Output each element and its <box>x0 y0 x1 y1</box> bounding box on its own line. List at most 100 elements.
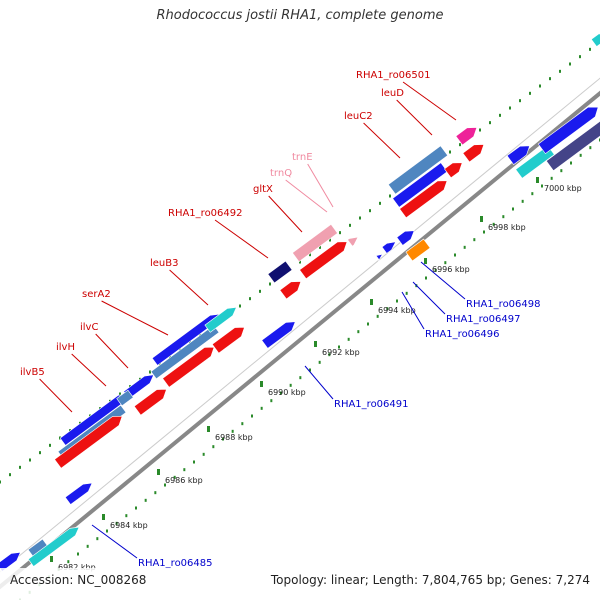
gene-feature[interactable] <box>515 145 555 179</box>
gene-feature[interactable] <box>381 239 398 254</box>
leader-line <box>95 333 129 369</box>
gene-arrow <box>27 526 80 567</box>
upper-scale-dot <box>489 121 491 125</box>
gene-arrow <box>292 223 338 263</box>
gene-feature[interactable] <box>64 479 94 505</box>
gene-feature[interactable] <box>396 227 417 246</box>
upper-scale-dot <box>269 282 271 286</box>
leader-line <box>39 378 73 413</box>
gene-feature[interactable] <box>204 304 239 333</box>
gene-label[interactable]: RHA1_ro06492 <box>168 208 243 219</box>
leader-line <box>412 281 446 315</box>
tick-label: 6982 kbp <box>58 563 96 572</box>
gene-arrow <box>347 236 359 247</box>
gene-feature[interactable] <box>211 323 247 354</box>
upper-scale-dot <box>9 473 11 477</box>
gene-feature[interactable] <box>373 251 385 263</box>
tick-label: 6988 kbp <box>215 433 253 442</box>
leader-line <box>402 81 457 121</box>
gene-feature[interactable] <box>133 385 169 416</box>
gene-arrow <box>462 144 485 163</box>
gene-arrow <box>515 145 555 179</box>
gene-label[interactable]: ilvB5 <box>20 367 45 378</box>
upper-scale-dot <box>299 260 301 264</box>
gene-arrow <box>590 32 600 48</box>
leader-line <box>307 163 334 208</box>
gene-feature[interactable] <box>279 277 304 300</box>
lower-scale-dot <box>347 337 350 341</box>
tick-label: 6984 kbp <box>110 521 148 530</box>
lower-scale-dot <box>454 253 456 257</box>
lower-scale-dot <box>67 560 70 564</box>
tick-label: 6994 kbp <box>378 306 416 315</box>
gene-label[interactable]: RHA1_ro06491 <box>334 399 409 410</box>
gene-label[interactable]: RHA1_ro06485 <box>138 558 213 569</box>
upper-scale-dot <box>259 289 261 293</box>
gene-label[interactable]: RHA1_ro06501 <box>356 70 431 81</box>
gene-arrow <box>299 241 348 280</box>
tick-mark <box>50 556 53 562</box>
tick-label: 6998 kbp <box>488 223 526 232</box>
lower-scale-dot <box>473 238 476 242</box>
lower-scale-dot <box>222 437 224 441</box>
gene-label[interactable]: serA2 <box>82 289 111 300</box>
upper-scale-dot <box>369 209 371 213</box>
gene-label[interactable]: gltX <box>253 184 273 195</box>
gene-label[interactable]: leuC2 <box>344 111 373 122</box>
gene-label[interactable]: leuB3 <box>150 258 179 269</box>
gene-feature[interactable] <box>162 343 218 388</box>
tick-mark <box>536 177 539 183</box>
leader-line <box>268 195 303 233</box>
gene-label[interactable]: ilvC <box>80 322 98 333</box>
gene-feature[interactable] <box>545 118 600 172</box>
gene-feature[interactable] <box>292 223 338 263</box>
leader-line <box>401 291 425 330</box>
gene-feature[interactable] <box>506 141 533 165</box>
gene-feature[interactable] <box>347 234 361 247</box>
lower-scale-dot <box>463 245 466 249</box>
gene-arrow <box>162 346 215 388</box>
lower-scale-dot <box>144 498 147 502</box>
gene-feature[interactable] <box>267 260 293 284</box>
gene-feature[interactable] <box>444 158 465 179</box>
accession-text: Accession: NC_008268 <box>10 573 147 587</box>
gene-feature[interactable] <box>27 524 82 567</box>
upper-scale-dot <box>589 47 591 51</box>
lower-scale-dot <box>512 207 514 211</box>
gene-feature[interactable] <box>54 412 126 469</box>
gene-feature[interactable] <box>399 176 451 219</box>
gene-feature[interactable] <box>455 123 480 146</box>
gene-feature[interactable] <box>537 102 600 155</box>
tick-mark <box>314 341 317 347</box>
lower-scale-dot <box>270 399 273 403</box>
leader-layer <box>39 81 466 559</box>
gene-feature[interactable] <box>405 238 431 262</box>
gene-feature[interactable] <box>150 324 220 380</box>
gene-label[interactable]: ilvH <box>56 342 75 353</box>
upper-scale-dot <box>499 113 501 117</box>
lower-scale-dot <box>386 307 389 311</box>
gene-feature[interactable] <box>462 140 487 163</box>
gene-label[interactable]: leuD <box>381 88 404 99</box>
gene-feature[interactable] <box>299 237 351 280</box>
leader-line <box>420 261 466 300</box>
gene-feature[interactable] <box>261 318 298 349</box>
upper-scale-dot <box>329 238 331 242</box>
gene-label[interactable]: RHA1_ro06496 <box>425 329 500 340</box>
gene-feature[interactable] <box>387 145 449 195</box>
gene-label[interactable]: RHA1_ro06497 <box>446 314 521 325</box>
leader-line <box>71 353 107 387</box>
lower-scale-dot <box>376 314 379 318</box>
tick-label: 6990 kbp <box>268 388 306 397</box>
lower-scale-dot <box>502 215 505 219</box>
gene-feature[interactable] <box>116 389 134 407</box>
lower-scale-dot <box>173 475 176 479</box>
gene-arrow <box>64 482 93 505</box>
lower-scale-dot <box>106 529 108 533</box>
gene-label[interactable]: trnE <box>292 152 313 163</box>
gene-label[interactable]: RHA1_ro06498 <box>466 299 541 310</box>
gene-feature[interactable] <box>590 32 600 48</box>
upper-scale-dot <box>459 143 461 147</box>
gene-label[interactable]: trnQ <box>270 168 292 179</box>
